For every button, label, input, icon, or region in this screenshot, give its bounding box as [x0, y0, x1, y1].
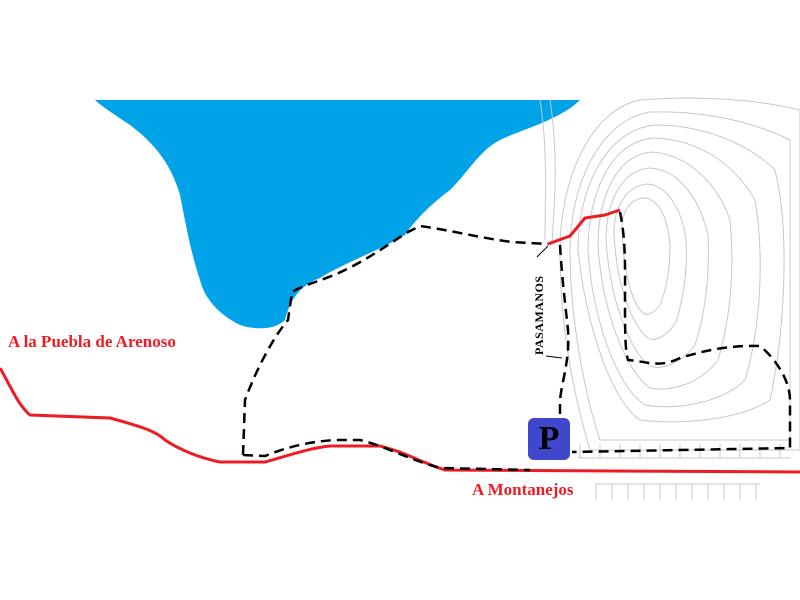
contour-3	[577, 124, 785, 423]
contour-6	[605, 167, 709, 368]
parking-icon: P	[528, 418, 570, 460]
pasamanos-pointer	[545, 355, 563, 359]
main-road	[0, 367, 800, 474]
contour-9	[539, 99, 547, 241]
label-pasamanos: PASAMANOS	[532, 275, 546, 355]
contour-lines	[539, 97, 800, 451]
pasamanos-pointer-top	[536, 245, 549, 258]
parking-stalls	[578, 444, 790, 500]
stall-ticks-bottom	[595, 484, 757, 500]
label-montanejos: A Montanejos	[472, 480, 574, 499]
reservoir	[95, 100, 580, 329]
roads	[0, 208, 800, 474]
trail-hill-loop	[571, 211, 792, 454]
label-puebla-de-arenoso: A la Puebla de Arenoso	[8, 332, 176, 351]
contour-5	[597, 151, 733, 390]
contour-10	[549, 99, 556, 243]
contour-7	[613, 183, 687, 340]
trail-loop-west	[241, 224, 549, 456]
hiking-trail	[241, 211, 792, 472]
contour-2	[569, 111, 791, 441]
contour-4	[587, 137, 761, 408]
summit-path	[547, 208, 621, 246]
contour-1	[559, 97, 800, 451]
trail-south	[242, 438, 531, 472]
contour-8	[621, 197, 671, 315]
trail-east	[558, 244, 570, 420]
